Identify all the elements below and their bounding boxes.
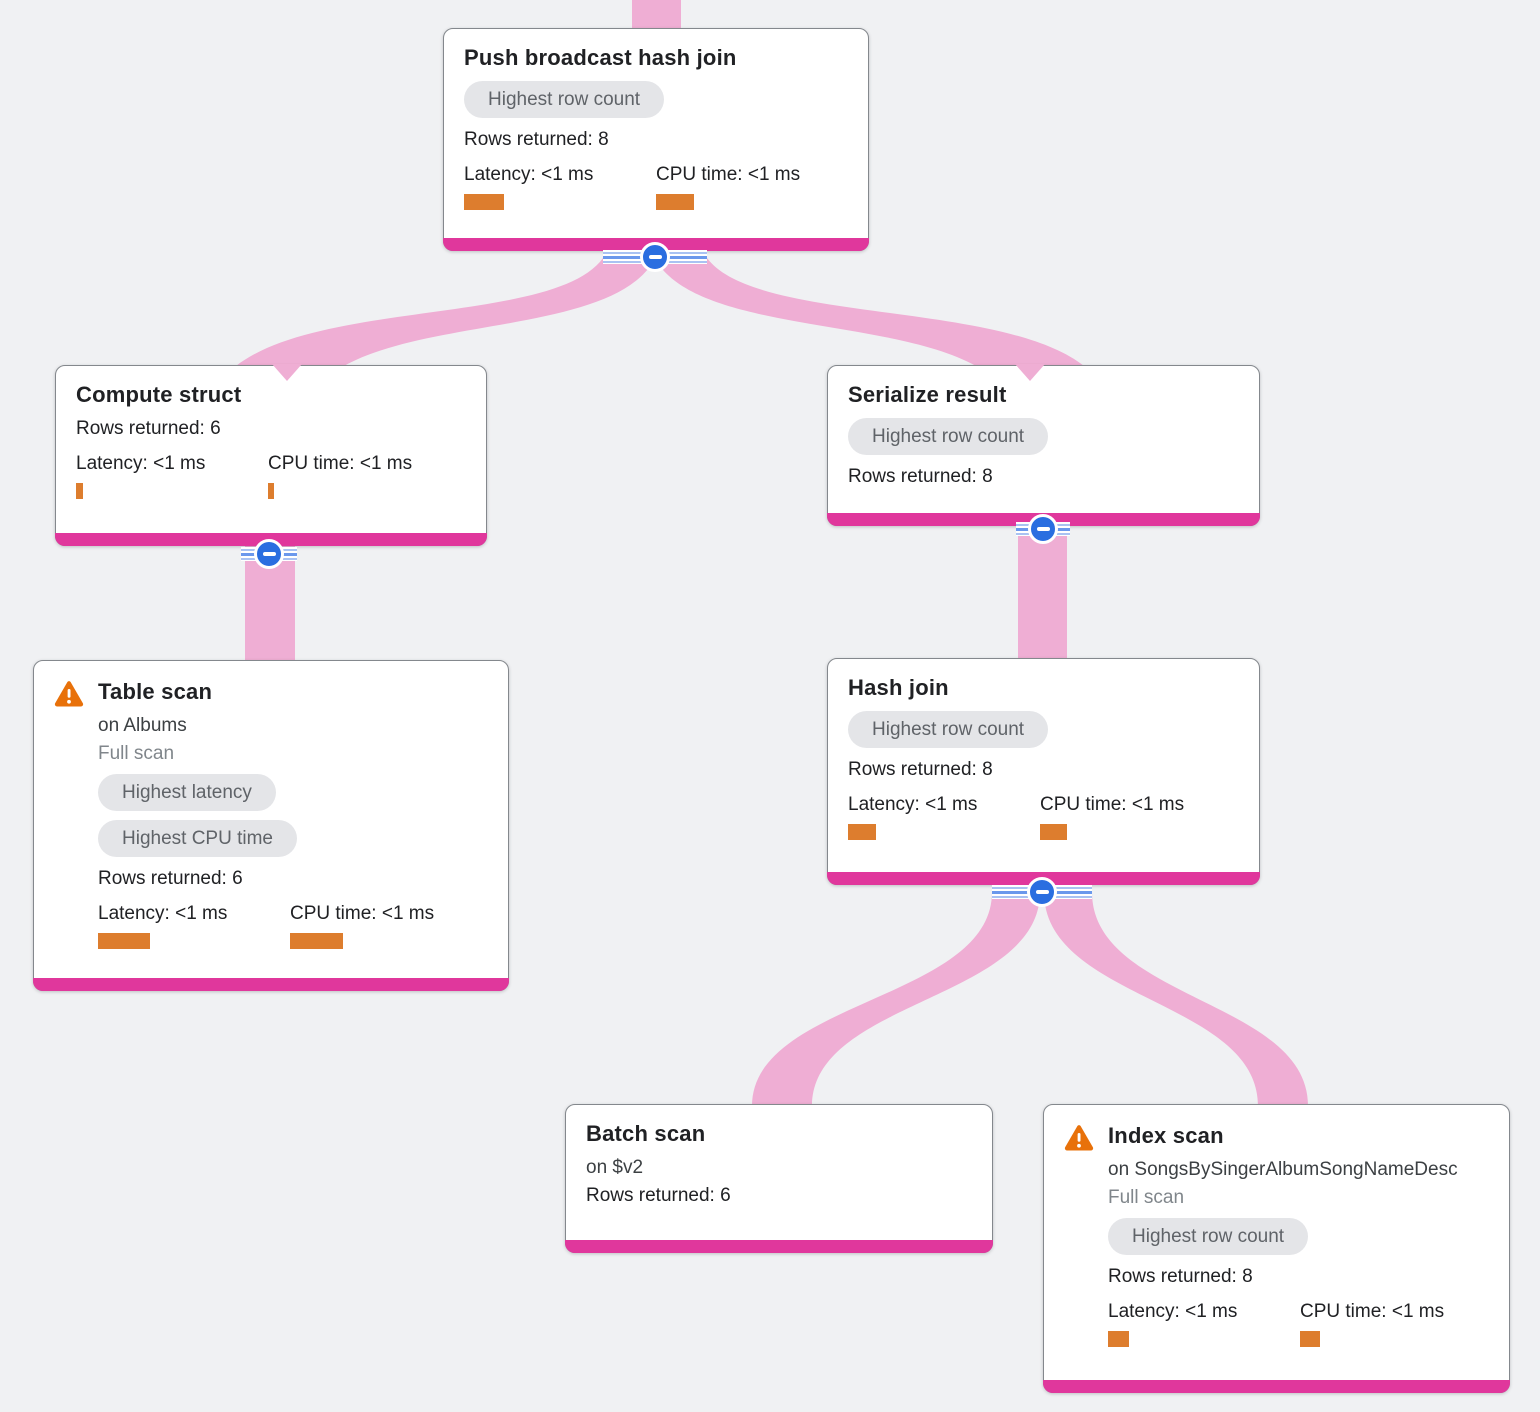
cpu-time-metric: CPU time: <1 ms bbox=[1040, 794, 1239, 840]
node-footer-bar bbox=[565, 1240, 993, 1253]
collapse-button-compute-struct[interactable] bbox=[241, 539, 297, 569]
node-on-label: on $v2 bbox=[586, 1157, 644, 1178]
collapse-minus-icon bbox=[1028, 514, 1058, 544]
badge-highest-row-count: Highest row count bbox=[848, 711, 1049, 748]
rows-returned-label: Rows returned: 8 bbox=[848, 466, 993, 487]
node-title: Batch scan bbox=[586, 1121, 706, 1146]
scan-type-label: Full scan bbox=[98, 743, 175, 764]
latency-metric: Latency: <1 ms bbox=[464, 164, 656, 210]
node-footer-bar bbox=[33, 978, 509, 991]
latency-metric: Latency: <1 ms bbox=[848, 794, 1040, 840]
cpu-time-label: CPU time: <1 ms bbox=[1040, 794, 1185, 815]
collapse-minus-icon bbox=[254, 539, 284, 569]
latency-bar bbox=[1108, 1331, 1129, 1347]
cpu-time-bar bbox=[1300, 1331, 1320, 1347]
collapse-minus-icon bbox=[640, 242, 670, 272]
latency-bar bbox=[848, 824, 876, 840]
edge-root-to-serialize-result bbox=[657, 258, 1084, 366]
plan-node-index-scan[interactable]: Index scan on SongsBySingerAlbumSongName… bbox=[1043, 1104, 1510, 1393]
latency-label: Latency: <1 ms bbox=[76, 453, 206, 474]
cpu-time-bar bbox=[268, 483, 274, 499]
cpu-time-metric: CPU time: <1 ms bbox=[656, 164, 848, 210]
collapse-button-hash-join[interactable] bbox=[992, 877, 1092, 907]
plan-node-compute-struct[interactable]: Compute struct Rows returned: 6 Latency:… bbox=[55, 365, 487, 546]
node-on-label: on Albums bbox=[98, 715, 187, 736]
latency-metric: Latency: <1 ms bbox=[1108, 1301, 1300, 1347]
latency-label: Latency: <1 ms bbox=[464, 164, 594, 185]
edge-hash-join-to-batch-scan bbox=[752, 892, 1040, 1106]
edge-into-root bbox=[632, 0, 681, 30]
rows-returned-label: Rows returned: 6 bbox=[586, 1185, 731, 1206]
latency-bar bbox=[76, 483, 83, 499]
plan-node-push-broadcast-hash-join[interactable]: Push broadcast hash join Highest row cou… bbox=[443, 28, 869, 251]
cpu-time-bar bbox=[1040, 824, 1067, 840]
node-title: Push broadcast hash join bbox=[464, 45, 737, 70]
latency-label: Latency: <1 ms bbox=[848, 794, 978, 815]
latency-metric: Latency: <1 ms bbox=[76, 453, 268, 499]
cpu-time-metric: CPU time: <1 ms bbox=[1300, 1301, 1489, 1347]
cpu-time-bar bbox=[290, 933, 343, 949]
rows-returned-label: Rows returned: 8 bbox=[848, 759, 993, 780]
rows-returned-label: Rows returned: 8 bbox=[1108, 1266, 1253, 1287]
cpu-time-label: CPU time: <1 ms bbox=[656, 164, 801, 185]
collapse-button-serialize-result[interactable] bbox=[1016, 514, 1070, 544]
node-title: Compute struct bbox=[76, 382, 242, 407]
node-title: Table scan bbox=[98, 679, 213, 704]
plan-node-batch-scan[interactable]: Batch scan on $v2 Rows returned: 6 bbox=[565, 1104, 993, 1253]
cpu-time-label: CPU time: <1 ms bbox=[290, 903, 435, 924]
collapse-minus-icon bbox=[1027, 877, 1057, 907]
node-title: Serialize result bbox=[848, 382, 1007, 407]
cpu-time-label: CPU time: <1 ms bbox=[1300, 1301, 1445, 1322]
cpu-time-bar bbox=[656, 194, 694, 210]
rows-returned-label: Rows returned: 6 bbox=[76, 418, 221, 439]
plan-node-hash-join[interactable]: Hash join Highest row count Rows returne… bbox=[827, 658, 1260, 885]
rows-returned-label: Rows returned: 8 bbox=[464, 129, 609, 150]
node-on-label: on SongsBySingerAlbumSongNameDesc bbox=[1108, 1159, 1458, 1180]
latency-metric: Latency: <1 ms bbox=[98, 903, 290, 949]
badge-highest-row-count: Highest row count bbox=[1108, 1218, 1309, 1255]
latency-bar bbox=[464, 194, 504, 210]
plan-node-serialize-result[interactable]: Serialize result Highest row count Rows … bbox=[827, 365, 1260, 526]
warning-icon bbox=[54, 681, 84, 707]
badge-highest-latency: Highest latency bbox=[98, 774, 276, 811]
scan-type-label: Full scan bbox=[1108, 1187, 1185, 1208]
cpu-time-label: CPU time: <1 ms bbox=[268, 453, 413, 474]
edge-root-to-compute-struct bbox=[236, 258, 653, 366]
collapse-button-push-broadcast-hash-join[interactable] bbox=[603, 242, 707, 272]
edge-hash-join-to-index-scan bbox=[1044, 892, 1308, 1106]
latency-label: Latency: <1 ms bbox=[1108, 1301, 1238, 1322]
warning-icon bbox=[1064, 1125, 1094, 1151]
node-title: Hash join bbox=[848, 675, 949, 700]
badge-highest-row-count: Highest row count bbox=[464, 81, 665, 118]
badge-highest-cpu-time: Highest CPU time bbox=[98, 820, 297, 857]
latency-bar bbox=[98, 933, 150, 949]
node-footer-bar bbox=[1043, 1380, 1510, 1393]
cpu-time-metric: CPU time: <1 ms bbox=[268, 453, 466, 499]
badge-highest-row-count: Highest row count bbox=[848, 418, 1049, 455]
cpu-time-metric: CPU time: <1 ms bbox=[290, 903, 488, 949]
plan-node-table-scan[interactable]: Table scan on Albums Full scan Highest l… bbox=[33, 660, 509, 991]
node-title: Index scan bbox=[1108, 1123, 1224, 1148]
rows-returned-label: Rows returned: 6 bbox=[98, 868, 243, 889]
latency-label: Latency: <1 ms bbox=[98, 903, 228, 924]
